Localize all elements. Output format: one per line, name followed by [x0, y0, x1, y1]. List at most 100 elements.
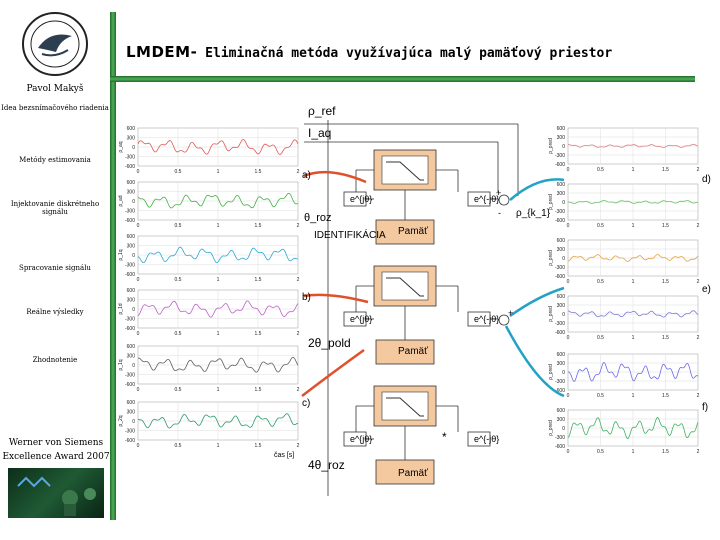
ej-block-6: e^{-jθ} [474, 434, 500, 444]
right-plot-1-xtick: 0 [567, 223, 570, 229]
right-plot-3-xtick: 1 [632, 335, 635, 341]
right-plot-2-xtick: 1 [632, 279, 635, 285]
left-plot-3-series [137, 300, 299, 318]
sum-junction-2 [498, 314, 510, 326]
page-title: LMDEM- Eliminačná metóda využívajúca mal… [126, 42, 612, 61]
right-plot-3-ytick: -600 [555, 330, 565, 336]
left-plot-5-series [137, 413, 299, 429]
right-plot-1-ytick: 600 [557, 182, 566, 188]
left-plot-3-ytick: 600 [127, 288, 136, 294]
sum-plus-2: + [508, 308, 514, 318]
right-plot-0-xtick: 1.5 [662, 167, 669, 173]
left-plot-2-ytick: 600 [127, 234, 136, 240]
left-plot-3-ytick: -600 [125, 326, 135, 332]
arrow-b [303, 293, 369, 304]
left-plot-4-xtick: 0.5 [175, 387, 182, 393]
filter-block-1-inner [381, 155, 429, 185]
filter-block-1-curve [386, 161, 424, 181]
university-logo-icon [22, 12, 88, 76]
times-sign: * [442, 430, 447, 444]
filter-block-3-inner [381, 391, 429, 421]
left-plot-3-xtick: 1 [217, 331, 220, 337]
nav-idea[interactable]: Idea bezsnímačového riadenia [1, 104, 109, 112]
horizontal-divider [110, 76, 695, 82]
right-plot-4-ytick: 600 [557, 352, 566, 358]
left-plot-5-xtick: 2 [297, 443, 300, 449]
right-plot-5-xtick: 0.5 [597, 449, 604, 455]
label-theta: θ_roz [304, 212, 332, 224]
right-plot-0-ylabel: ρ_pred [548, 138, 554, 154]
right-plot-0-series [568, 143, 699, 148]
sum-plus-1: + [496, 188, 502, 198]
memory-label-1: Pamäť [398, 226, 428, 237]
left-plot-0-xtick: 1.5 [255, 169, 262, 175]
left-plot-4-ytick: -600 [125, 382, 135, 388]
left-plot-4-ytick: -300 [125, 373, 135, 379]
left-plot-5-ytick: 600 [127, 400, 136, 406]
left-plot-1-ytick: 300 [127, 190, 136, 196]
left-plot-5-ytick: 0 [132, 419, 135, 425]
arrow-f [504, 325, 565, 398]
right-plot-2-ytick: 0 [562, 256, 565, 262]
memory-label-3: Pamäť [398, 468, 428, 479]
right-plot-3-xtick: 2 [697, 335, 700, 341]
ej-block-1: e^{jθ} [350, 194, 373, 204]
left-plot-2-xtick: 0.5 [175, 277, 182, 283]
left-plot-1-xtick: 0 [137, 223, 140, 229]
memory-block-3 [375, 459, 435, 485]
left-plot-4-xtick: 1.5 [255, 387, 262, 393]
left-plot-2-ytick: 0 [132, 253, 135, 259]
right-plot-1-xtick: 0.5 [597, 223, 604, 229]
right-plot-0-xtick: 1 [632, 167, 635, 173]
left-plot-0-xtick: 2 [297, 169, 300, 175]
label-identification: IDENTIFIKÁCIA [314, 230, 386, 241]
label-d: d) [702, 174, 711, 185]
filter-block-3-curve [386, 397, 424, 417]
ej-block-3: e^{jθ} [350, 314, 373, 324]
memory-block-1 [375, 219, 435, 245]
label-a: a) [302, 170, 311, 181]
right-plot-0-xtick: 0 [567, 167, 570, 173]
left-plot-3-ylabel: ρ_1d [118, 303, 124, 314]
right-plot-1-ytick: 0 [562, 200, 565, 206]
arrow-d [509, 178, 565, 201]
nav-results[interactable]: Reálne výsledky [26, 308, 84, 316]
right-plot-3-xtick: 0.5 [597, 335, 604, 341]
left-plot-0-xtick: 1 [217, 169, 220, 175]
ej-block-4: e^{-jθ} [474, 314, 500, 324]
left-plot-5-ytick: 300 [127, 410, 136, 416]
right-plot-1-ylabel: ρ_pred [548, 194, 554, 210]
right-plot-5-ytick: -600 [555, 444, 565, 450]
right-plot-0-xtick: 0.5 [597, 167, 604, 173]
left-plot-5-xtick: 0.5 [175, 443, 182, 449]
right-plot-4-ytick: -600 [555, 388, 565, 394]
award-line1: Werner von Siemens [8, 438, 104, 448]
left-plot-4-ytick: 0 [132, 363, 135, 369]
left-plot-1-series [137, 192, 299, 209]
right-plot-2-ytick: -600 [555, 274, 565, 280]
sum-minus-1: - [498, 208, 501, 218]
right-plot-4-xtick: 0 [567, 393, 570, 399]
right-plot-0-xtick: 2 [697, 167, 700, 173]
right-plot-4-ytick: 300 [557, 361, 566, 367]
right-plot-2-ylabel: ρ_pred [548, 250, 554, 266]
right-plot-3-ytick: 300 [557, 303, 566, 309]
right-plot-2-xtick: 2 [697, 279, 700, 285]
nav-injection[interactable]: Injektovanie diskrétneho signálu [10, 200, 100, 216]
right-plot-2-xtick: 0 [567, 279, 570, 285]
nav-signal-processing[interactable]: Spracovanie signálu [19, 264, 91, 272]
right-plot-3-ytick: 0 [562, 312, 565, 318]
left-plot-4-series [137, 356, 299, 373]
left-plot-5-xtick: 1 [217, 443, 220, 449]
right-plot-0-ytick: -600 [555, 162, 565, 168]
nav-conclusion[interactable]: Zhodnotenie [32, 356, 78, 364]
left-plot-3-xtick: 2 [297, 331, 300, 337]
nav-estimation[interactable]: Metódy estimovania [19, 156, 91, 164]
left-plot-2-ytick: 300 [127, 244, 136, 250]
right-plot-5-ytick: -300 [555, 435, 565, 441]
right-plot-2-ytick: -300 [555, 265, 565, 271]
arrow-e [509, 286, 565, 318]
author-name: Pavol Makyš [26, 84, 84, 94]
right-plot-5-xtick: 1.5 [662, 449, 669, 455]
